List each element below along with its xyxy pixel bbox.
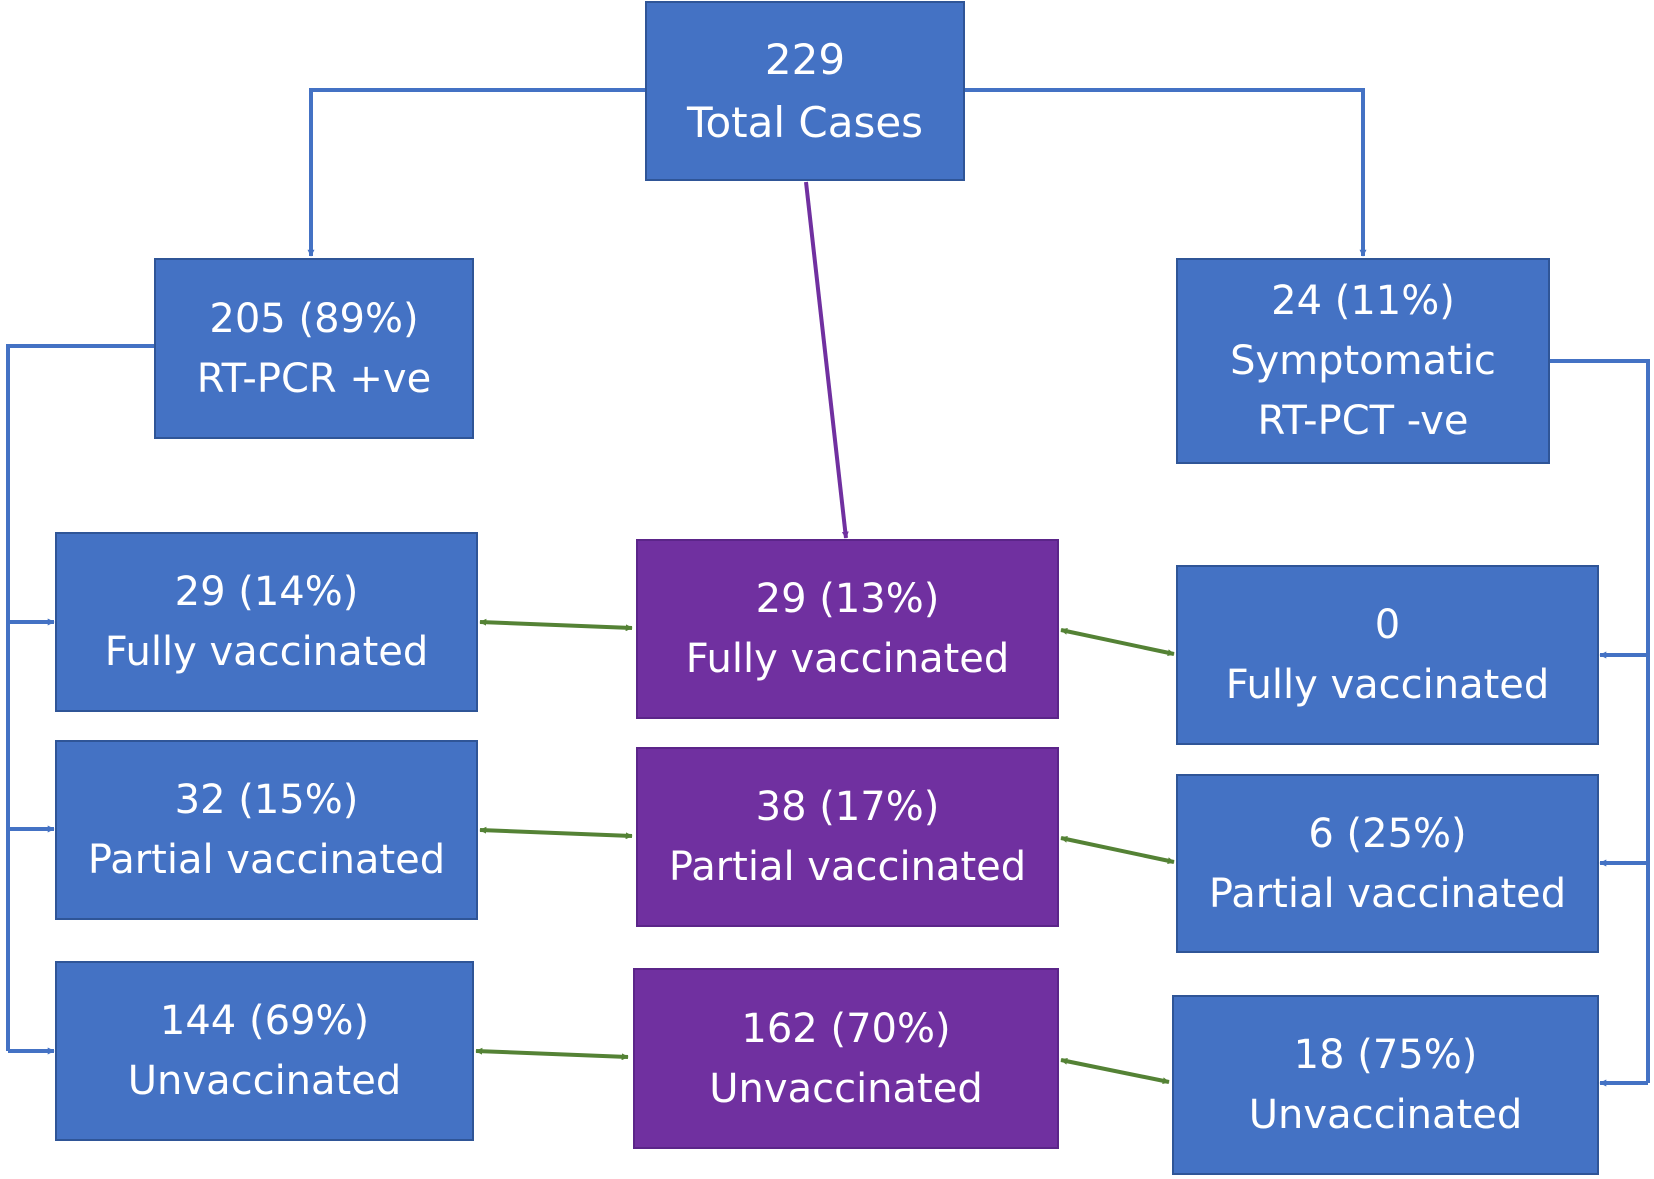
right-partial-label: Partial vaccinated [1208,870,1567,917]
right-unvaccinated-box: 18 (75%) Unvaccinated [1172,995,1599,1175]
left-unvax-value: 144 (69%) [159,998,370,1044]
pcr-negative-value: 24 (11%) [1271,278,1455,324]
pcr-negative-box: 24 (11%) Symptomatic RT-PCT -ve [1176,258,1550,464]
right-fully-vaccinated-box: 0 Fully vaccinated [1176,565,1599,745]
middle-fully-vaccinated-box: 29 (13%) Fully vaccinated [636,539,1059,719]
connector-total-to-pcr-positive [307,88,645,257]
left-partial-vaccinated-box: 32 (15%) Partial vaccinated [55,740,478,920]
left-unvax-label: Unvaccinated [127,1058,402,1104]
middle-partial-vaccinated-box: 38 (17%) Partial vaccinated [636,747,1059,927]
total-cases-value: 229 [764,35,846,84]
left-fully-vaccinated-box: 29 (14%) Fully vaccinated [55,532,478,712]
link-middle-right-partial [1060,835,1175,865]
link-left-middle-unvax [475,1047,629,1061]
connector-total-to-pcr-negative [965,88,1367,257]
left-fully-label: Fully vaccinated [104,629,429,675]
right-partial-vaccinated-box: 6 (25%) Partial vaccinated [1176,774,1599,953]
connector-left-bracket [6,344,154,1051]
pcr-positive-label: RT-PCR +ve [196,355,432,402]
link-left-middle-fully [479,618,633,632]
middle-fully-value: 29 (13%) [755,576,940,622]
left-fully-value: 29 (14%) [174,569,359,615]
middle-partial-label: Partial vaccinated [668,844,1027,890]
right-fully-value: 0 [1374,602,1401,648]
link-left-middle-partial [479,826,633,840]
middle-fully-label: Fully vaccinated [685,636,1010,682]
middle-partial-value: 38 (17%) [755,784,940,830]
left-partial-value: 32 (15%) [174,777,359,823]
middle-unvax-value: 162 (70%) [741,1005,951,1052]
link-middle-right-fully [1060,627,1175,657]
pcr-positive-value: 205 (89%) [209,295,419,342]
link-middle-right-unvax [1060,1057,1170,1085]
middle-unvax-label: Unvaccinated [709,1065,983,1112]
right-fully-label: Fully vaccinated [1225,662,1550,708]
left-partial-label: Partial vaccinated [87,837,446,883]
total-cases-label: Total Cases [686,98,924,147]
right-partial-value: 6 (25%) [1308,810,1467,857]
middle-unvaccinated-box: 162 (70%) Unvaccinated [633,968,1059,1149]
right-unvax-label: Unvaccinated [1248,1092,1523,1138]
pcr-negative-label-2: RT-PCT -ve [1257,398,1469,444]
right-unvax-value: 18 (75%) [1293,1032,1478,1078]
connector-total-to-middle [804,181,849,539]
left-unvaccinated-box: 144 (69%) Unvaccinated [55,961,474,1141]
connector-right-bracket [1550,359,1650,1083]
pcr-negative-label: Symptomatic [1230,338,1496,384]
pcr-positive-box: 205 (89%) RT-PCR +ve [154,258,474,439]
total-cases-box: 229 Total Cases [645,1,965,181]
